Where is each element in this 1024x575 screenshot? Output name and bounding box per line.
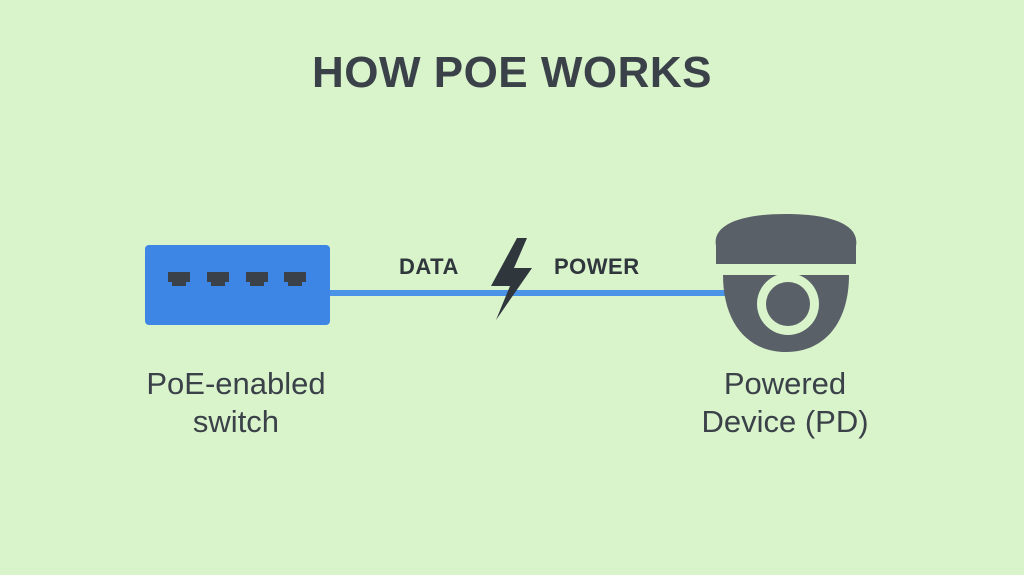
switch-caption-line2: switch (192, 404, 280, 439)
switch-port-3 (246, 272, 268, 286)
switch-ports (168, 272, 306, 286)
switch-caption-line1: PoE-enabled (146, 366, 326, 401)
data-label: DATA (399, 254, 459, 279)
switch-port-1 (168, 272, 190, 286)
device-caption: Powered Device (PD) (675, 365, 895, 441)
lightning-bolt-icon (491, 238, 532, 320)
dome-camera-icon (715, 214, 857, 352)
switch-port-2 (207, 272, 229, 286)
switch-caption: PoE-enabled switch (118, 365, 354, 441)
device-caption-line2: Device (PD) (701, 404, 869, 439)
power-label: POWER (554, 254, 640, 279)
switch-port-4 (284, 272, 306, 286)
poe-switch-icon (145, 245, 330, 325)
diagram-title: HOW POE WORKS (311, 48, 713, 97)
device-caption-line1: Powered (723, 366, 847, 401)
